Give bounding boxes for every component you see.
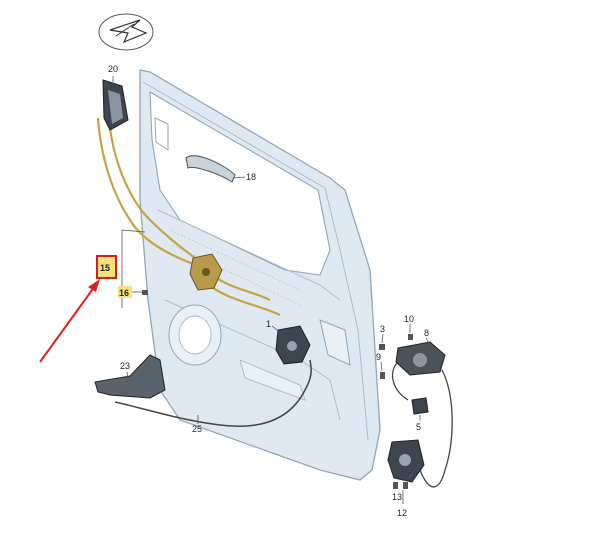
callout-1: 1 [266, 319, 271, 329]
cable-25 [114, 359, 312, 427]
door-lock-part [275, 325, 311, 365]
callout-9: 9 [376, 352, 381, 362]
callout-10: 10 [404, 314, 414, 324]
callout-25: 25 [192, 424, 202, 434]
red-arrow [39, 279, 100, 363]
callout-16: 16 [119, 288, 129, 298]
door-panel [139, 69, 381, 481]
callout-12: 12 [397, 508, 407, 518]
part-symbol-icon [98, 13, 154, 51]
motor-part-8 [395, 341, 446, 376]
callout-15: 15 [100, 263, 110, 273]
callout-8: 8 [424, 328, 429, 338]
connector-part-5 [411, 397, 429, 415]
door-handle-part [185, 155, 236, 183]
callout-5: 5 [416, 422, 421, 432]
callout-13: 13 [392, 492, 402, 502]
highlight-box-16 [118, 286, 132, 298]
callout-3: 3 [380, 324, 385, 334]
callout-23: 23 [120, 361, 130, 371]
lock-part-12 [387, 439, 425, 483]
remote-control-part [189, 253, 223, 291]
cable-harness [391, 361, 453, 488]
highlight-box-15 [96, 255, 117, 279]
callout-20: 20 [108, 64, 118, 74]
bracket-23 [94, 354, 166, 399]
inner-handle-part [102, 79, 129, 131]
screw-parts [142, 290, 413, 489]
callout-18: 18 [246, 172, 256, 182]
